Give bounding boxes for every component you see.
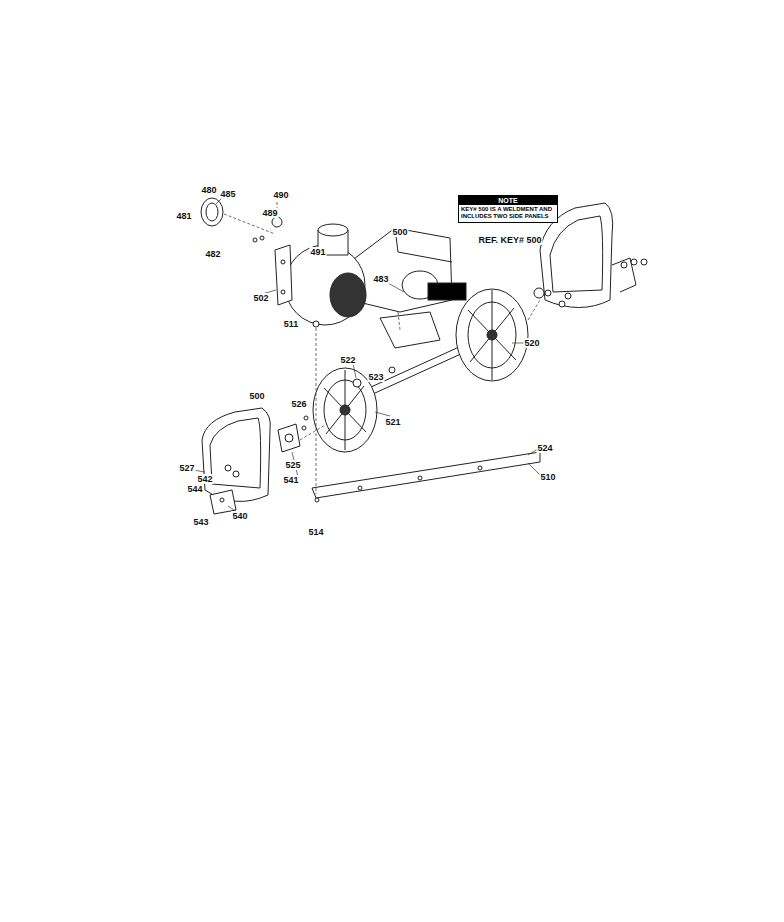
callout-number: 489 [261,208,278,218]
callout-number: 502 [252,293,269,303]
callout-number: 541 [282,475,299,485]
callout-number: 523 [367,372,384,382]
callout-number: 480 [200,185,217,195]
callout-number: 485 [219,189,236,199]
callout-number: 521 [384,417,401,427]
reference-note: REF. KEY# 500 [477,235,542,245]
callout-number: 511 [283,319,300,329]
callout-number: 500 [391,227,408,237]
callout-number: 526 [290,399,307,409]
note-heading: NOTE [459,196,557,205]
callout-number: 514 [307,527,324,537]
note-box: NOTEKEY# 500 IS A WELDMENT AND INCLUDES … [458,195,558,223]
callout-number: 482 [204,249,221,259]
callout-number: 500 [248,391,265,401]
callout-number: 525 [284,460,301,470]
callout-number: 481 [175,211,192,221]
callout-number: 491 [309,247,326,257]
callout-number: 543 [192,517,209,527]
callout-number: 542 [196,474,213,484]
note-text: KEY# 500 IS A WELDMENT AND INCLUDES TWO … [459,205,557,222]
callout-number: 544 [186,484,203,494]
callout-number: 522 [339,355,356,365]
callout-number: 510 [539,472,556,482]
callout-number: 527 [178,463,195,473]
callout-number: 490 [272,190,289,200]
callout-number: 540 [231,511,248,521]
callout-number: 520 [523,338,540,348]
callout-number: 483 [372,274,389,284]
callout-number: 524 [536,443,553,453]
